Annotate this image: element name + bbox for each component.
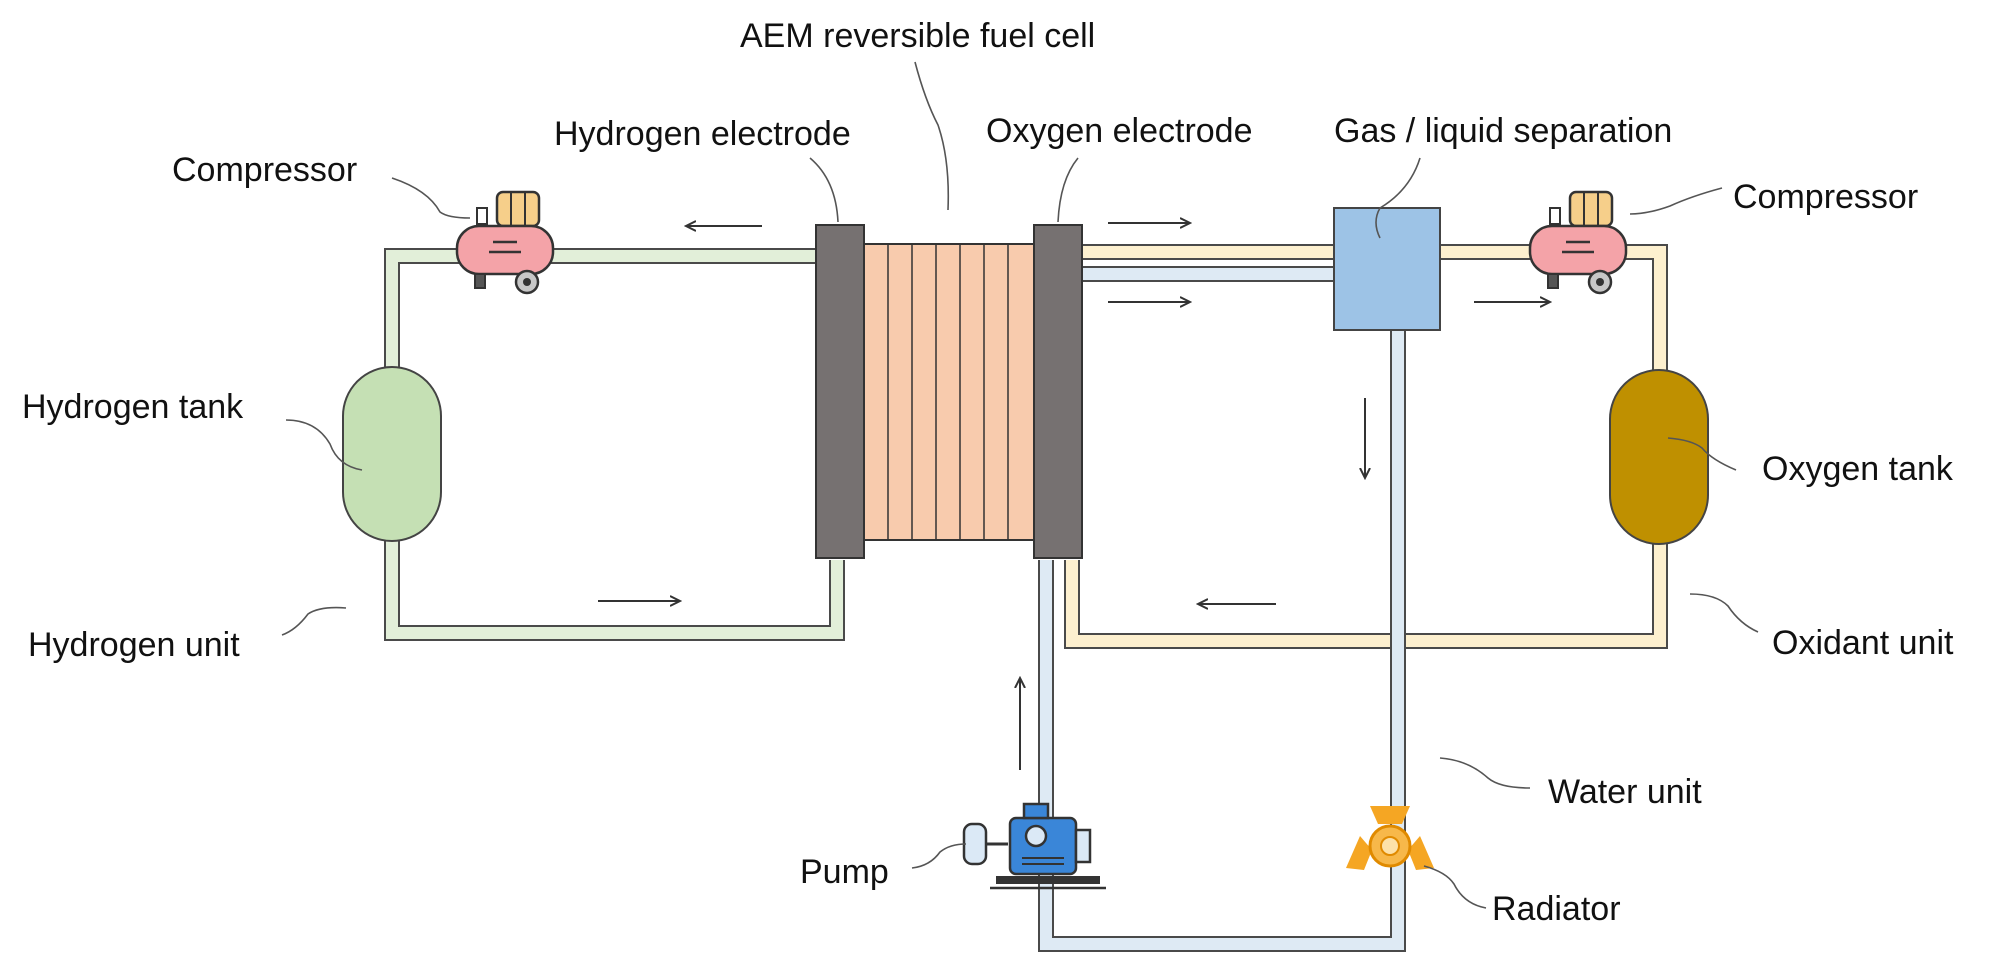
label-hydrogen-tank: Hydrogen tank [22, 388, 244, 426]
label-oxidant-unit: Oxidant unit [1772, 624, 1954, 662]
oxidant-loop [1064, 244, 1668, 649]
hydrogen-tank [342, 366, 442, 542]
water-loop [1038, 266, 1406, 952]
compressor-left-icon [455, 190, 555, 295]
hydrogen-pipe [386, 250, 843, 639]
leader-hydrogen-tank [285, 419, 363, 471]
radiator-fan-icon [1346, 806, 1434, 870]
leader-compressor-left [391, 177, 471, 219]
label-hydrogen-unit: Hydrogen unit [28, 626, 240, 664]
label-compressor-right: Compressor [1733, 178, 1918, 216]
label-compressor-left: Compressor [172, 151, 357, 189]
label-hydrogen-electrode: Hydrogen electrode [554, 115, 851, 153]
oxygen-tank [1609, 369, 1709, 545]
leader-compressor-right [1629, 187, 1723, 215]
leader-lines [281, 61, 1759, 909]
label-water-unit: Water unit [1548, 773, 1702, 811]
membrane-plates [887, 244, 1009, 540]
leader-oxygen-tank [1667, 437, 1737, 471]
leader-hydrogen-electrode [809, 157, 839, 223]
compressor-right-icon [1528, 190, 1628, 295]
leader-oxidant-unit [1689, 593, 1759, 633]
aem-reversible-fuel-cell [815, 224, 1083, 559]
gas-liquid-separator [1333, 207, 1441, 331]
leader-pump [911, 843, 967, 869]
label-cell: AEM reversible fuel cell [740, 17, 1095, 55]
leader-radiator [1423, 865, 1487, 909]
leader-separator [1375, 157, 1421, 239]
leader-cell [914, 61, 950, 211]
oxidant-pipe [1066, 246, 1666, 647]
hydrogen-loop [384, 248, 845, 641]
label-separator: Gas / liquid separation [1334, 112, 1672, 150]
leader-hydrogen-unit [281, 606, 347, 636]
label-pump: Pump [800, 853, 889, 891]
leader-water-unit [1439, 757, 1531, 789]
label-oxygen-tank: Oxygen tank [1762, 450, 1954, 488]
water-pipe [1040, 268, 1404, 950]
oxygen-electrode [1033, 224, 1083, 559]
label-radiator: Radiator [1492, 890, 1621, 928]
labels: AEM reversible fuel cell Hydrogen electr… [22, 17, 1954, 928]
flow-arrows [598, 223, 1550, 770]
leader-oxygen-electrode [1057, 157, 1079, 223]
hydrogen-electrode [815, 224, 865, 559]
label-oxygen-electrode: Oxygen electrode [986, 112, 1253, 150]
water-pump-icon [962, 802, 1106, 890]
